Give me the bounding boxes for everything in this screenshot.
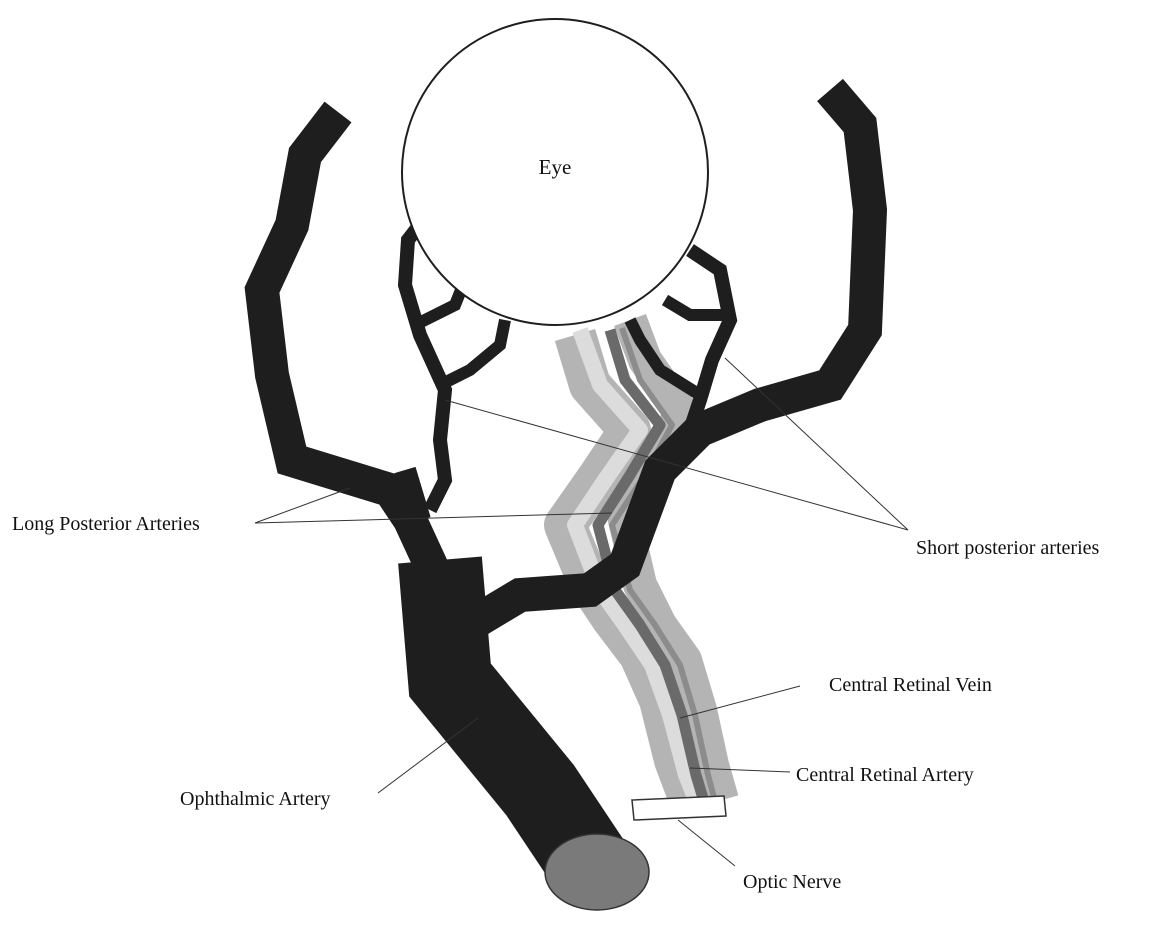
label-short-posterior-arteries: Short posterior arteries bbox=[916, 537, 1099, 559]
leader-optic-nerve bbox=[678, 820, 735, 866]
label-long-posterior-arteries: Long Posterior Arteries bbox=[12, 513, 200, 535]
label-central-retinal-artery: Central Retinal Artery bbox=[796, 764, 974, 786]
short-posterior-branch-right-1 bbox=[665, 300, 725, 315]
short-posterior-branch-left-2 bbox=[440, 320, 505, 385]
leader-long-posterior-1 bbox=[255, 488, 350, 523]
ophthalmic-artery-cross-section bbox=[545, 834, 649, 910]
label-central-retinal-vein: Central Retinal Vein bbox=[829, 674, 992, 696]
eye-label: Eye bbox=[539, 155, 572, 179]
label-optic-nerve: Optic Nerve bbox=[743, 871, 841, 893]
optic-nerve-end bbox=[632, 796, 726, 820]
label-ophthalmic-artery: Ophthalmic Artery bbox=[180, 788, 331, 810]
